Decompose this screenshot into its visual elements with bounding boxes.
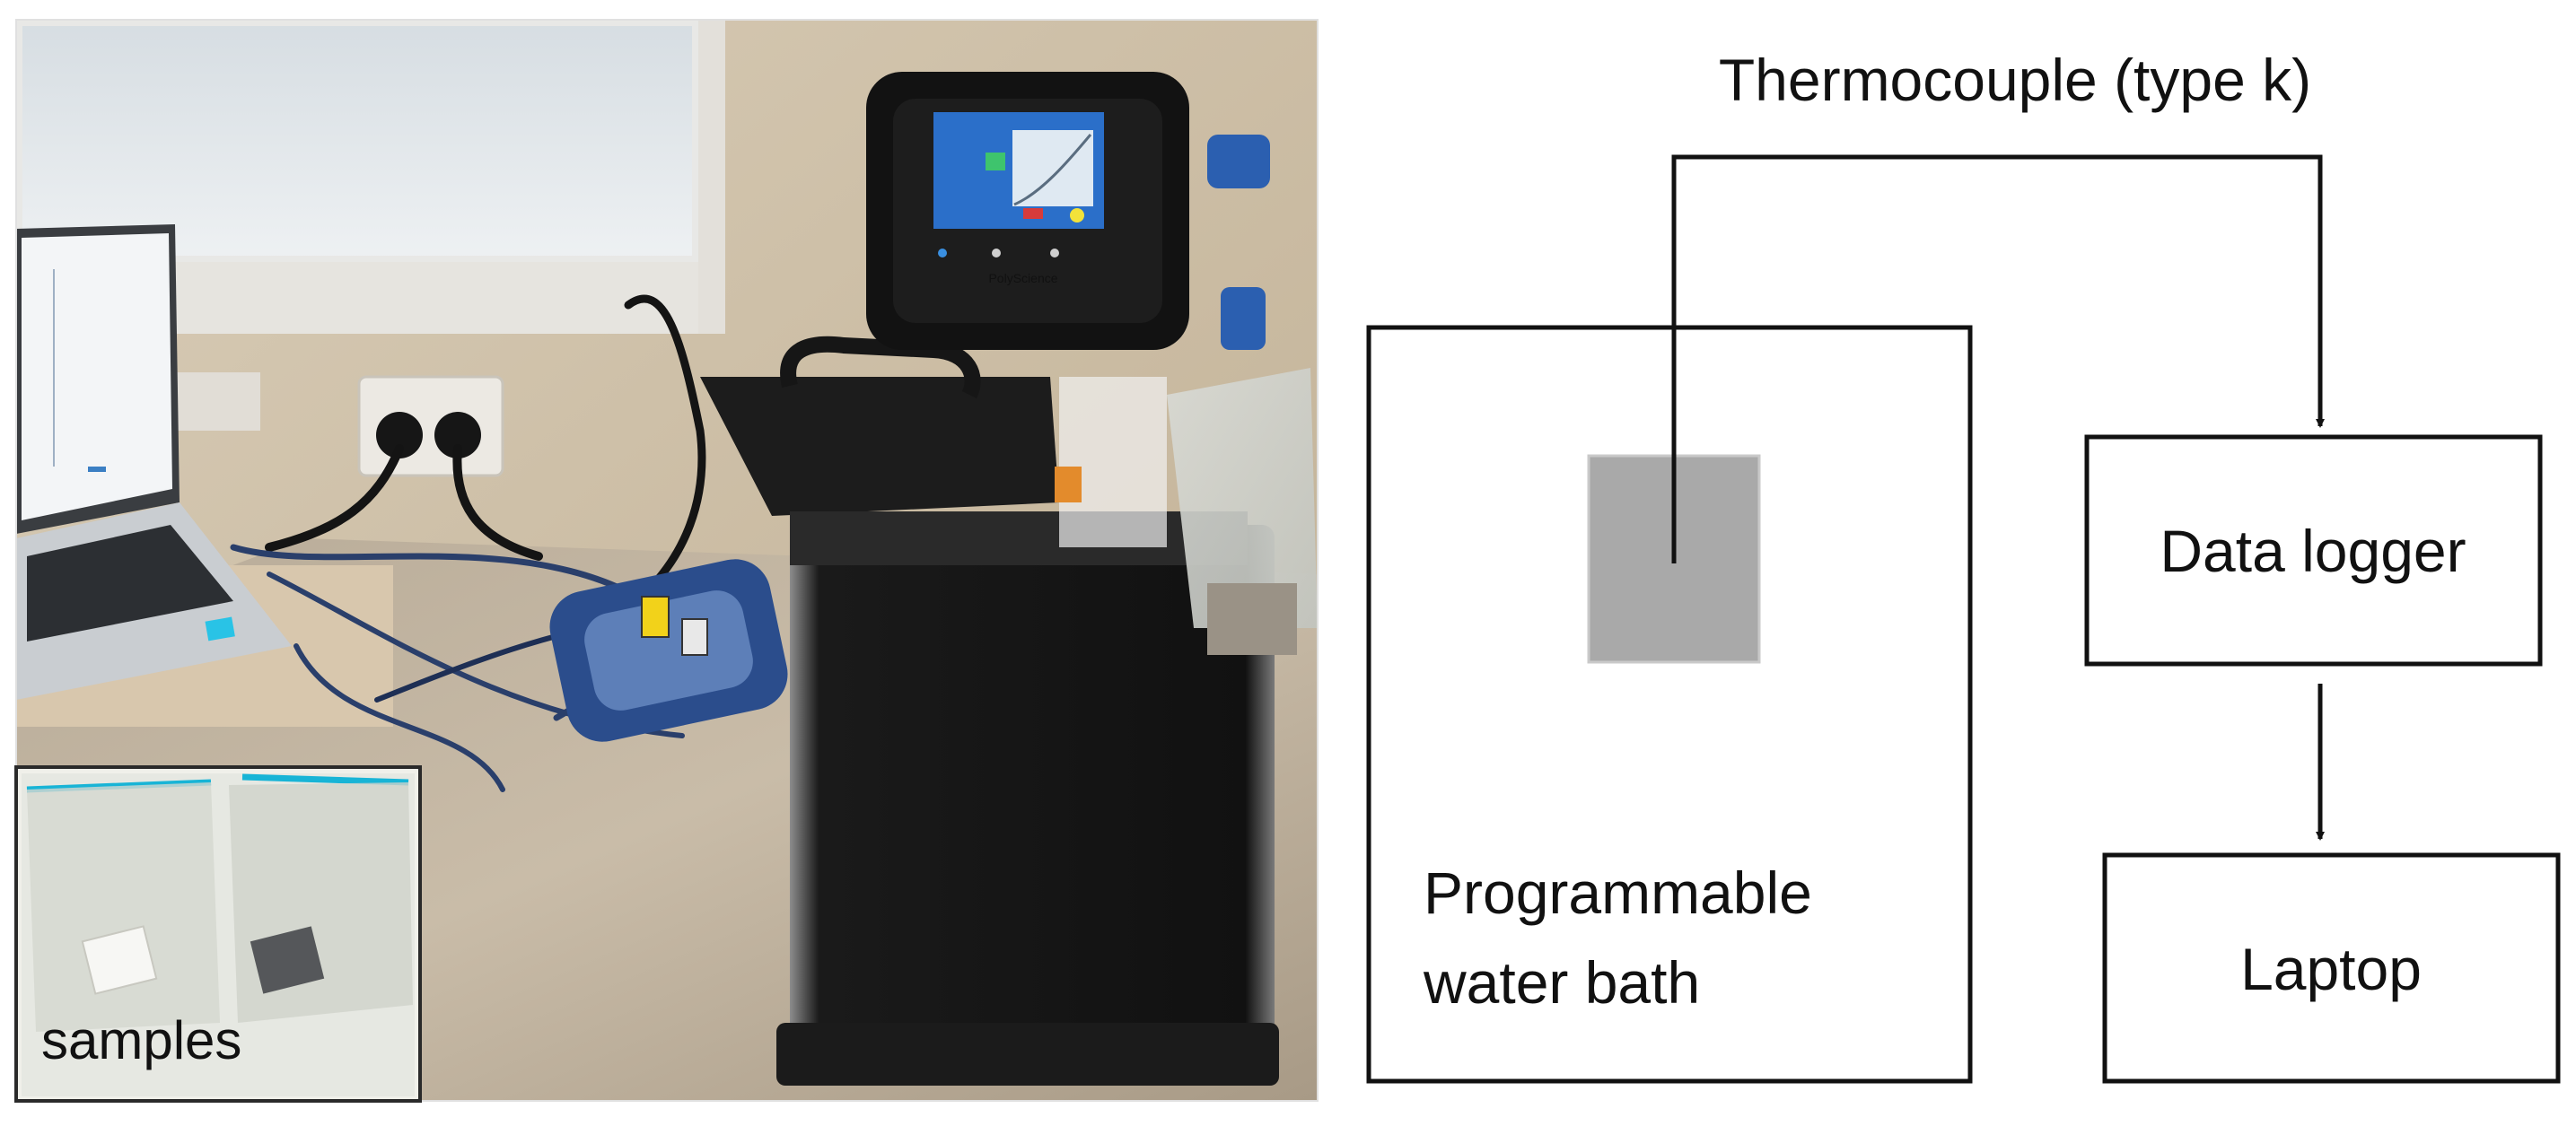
laptop-label: Laptop [2240, 936, 2422, 1002]
samples-label: samples [41, 1010, 241, 1070]
water-bath-box [1366, 325, 1973, 1084]
brand-text: PolyScience [988, 271, 1057, 285]
window [16, 20, 725, 334]
power-outlet [357, 375, 504, 477]
laptop-box [2102, 852, 2561, 1084]
schematic-diagram: Thermocouple (type k) Programmable water… [1366, 47, 2561, 1084]
setup-photo: PolyScience samples [14, 19, 1319, 1103]
samples-inset: samples [14, 765, 422, 1103]
water-bath-photo: PolyScience [700, 72, 1318, 1086]
thermocouple-label: Thermocouple (type k) [1719, 47, 2311, 113]
water-bath-label-line2: water bath [1423, 949, 1700, 1016]
thermocouple-wire [1671, 154, 2325, 563]
data-logger-box [2084, 434, 2543, 667]
water-bath-label-line1: Programmable [1424, 860, 1812, 926]
laptop-photo [16, 224, 292, 700]
data-logger-label: Data logger [2160, 518, 2466, 584]
data-logger-photo [549, 559, 788, 742]
